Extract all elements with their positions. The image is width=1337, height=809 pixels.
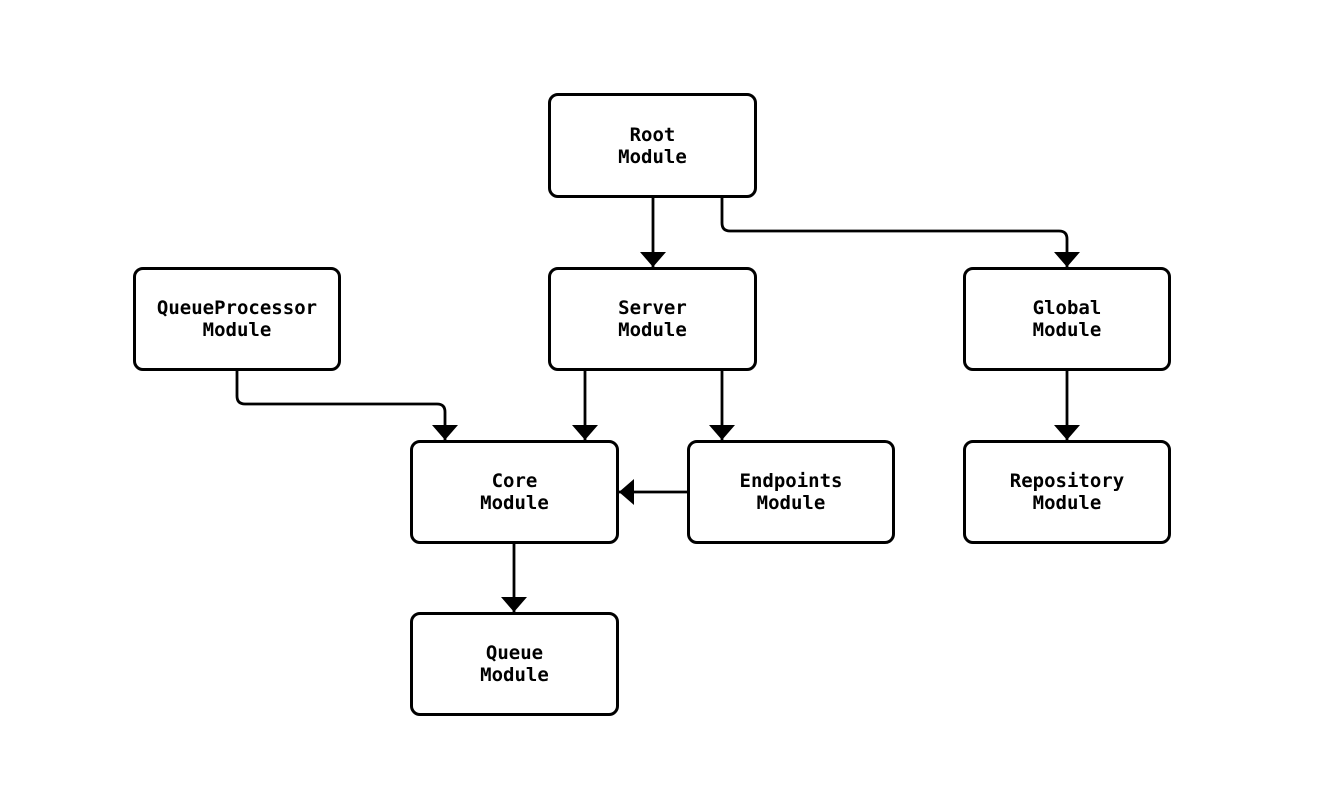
edge-root-to-global (720, 198, 1080, 267)
node-label: Endpoints Module (739, 470, 843, 514)
node-endpoints-module: Endpoints Module (687, 440, 895, 544)
node-label: Global Module (1032, 297, 1102, 341)
node-label: Root Module (618, 123, 687, 168)
node-label: QueueProcessor Module (156, 297, 318, 341)
node-queueprocessor-module: QueueProcessor Module (133, 267, 341, 371)
node-core-module: Core Module (410, 440, 619, 544)
node-global-module: Global Module (963, 267, 1171, 371)
node-label: Queue Module (480, 642, 549, 686)
node-root-module: Root Module (548, 93, 757, 198)
node-repository-module: Repository Module (963, 440, 1171, 544)
node-label: Repository Module (1009, 470, 1125, 514)
node-server-module: Server Module (548, 267, 757, 371)
node-label: Core Module (480, 470, 549, 514)
node-queue-module: Queue Module (410, 612, 619, 716)
edge-queueprocessor-to-core (235, 371, 458, 440)
node-label: Server Module (618, 297, 687, 341)
